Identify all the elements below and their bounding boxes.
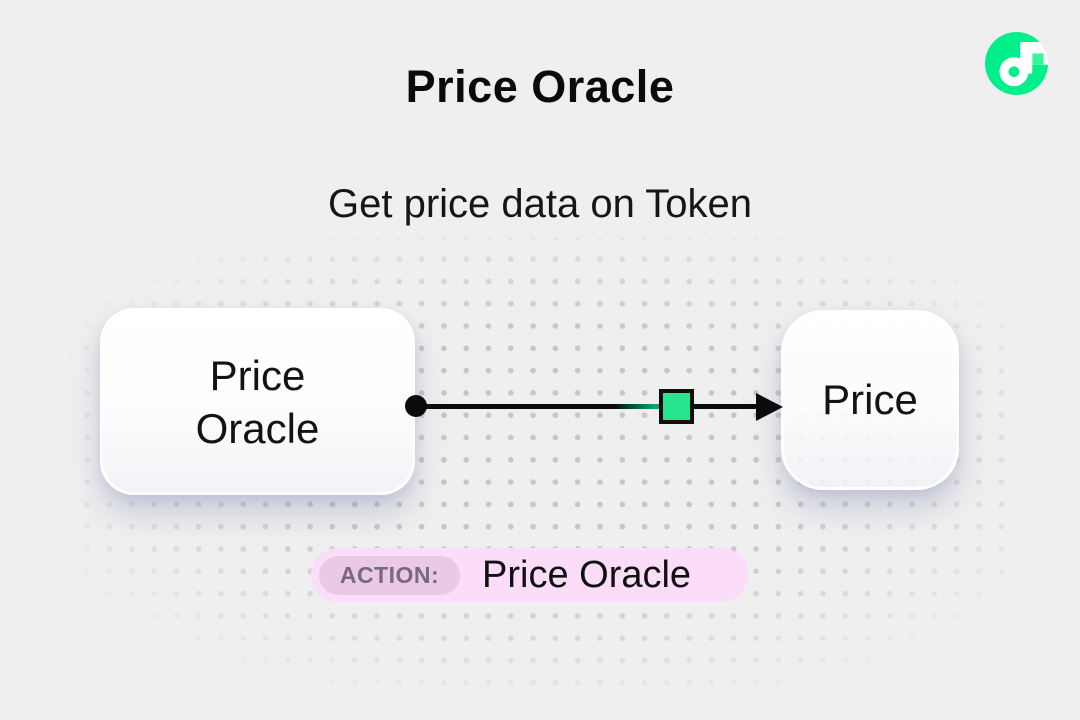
- page-subtitle: Get price data on Token: [328, 182, 752, 226]
- connector-arrowhead-icon: [756, 393, 783, 421]
- connector-green-square-marker: [659, 389, 694, 424]
- page-title: Price Oracle: [405, 61, 675, 112]
- action-badge-value: Price Oracle: [482, 553, 692, 596]
- node-price-oracle: Price Oracle: [100, 308, 415, 495]
- node-price-label: Price: [822, 376, 918, 423]
- action-badge: ACTION: Price Oracle: [311, 548, 748, 602]
- node-label-line2: Oracle: [195, 404, 320, 452]
- node-price: Price: [781, 310, 959, 490]
- action-badge-label: ACTION:: [319, 555, 460, 595]
- connector-line: [415, 404, 760, 409]
- connector-start-dot: [405, 395, 427, 417]
- node-price-oracle-label: Price Oracle: [196, 349, 320, 455]
- flow-logo-icon: [985, 32, 1048, 95]
- node-label-line1: Price: [209, 351, 306, 399]
